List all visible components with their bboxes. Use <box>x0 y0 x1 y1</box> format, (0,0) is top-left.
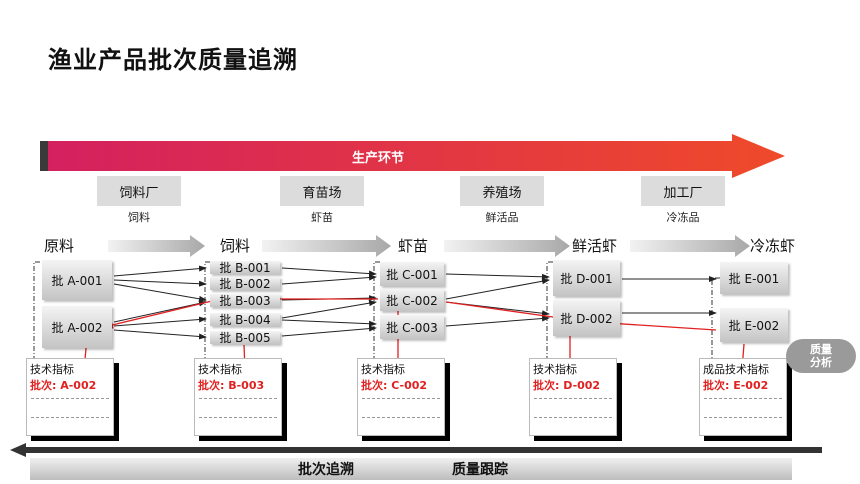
tech-card-table <box>199 398 277 418</box>
stage-arrow-4 <box>630 235 750 257</box>
batch-b-003[interactable]: 批 B-003 <box>210 294 280 308</box>
tech-card-table <box>31 398 109 418</box>
stage-raw: 原料 <box>44 237 75 255</box>
tech-card-lot: 批次: A-002 <box>30 379 97 392</box>
batch-a-002[interactable]: 批 A-002 <box>42 306 112 348</box>
quality-analysis-bubble[interactable]: 质量 分析 <box>786 339 856 373</box>
tech-card-header: 技术指标 <box>533 363 577 376</box>
process-feed-factory: 饲料厂 <box>97 176 181 206</box>
batch-c-001[interactable]: 批 C-001 <box>380 262 444 286</box>
batch-b-001[interactable]: 批 B-001 <box>210 261 280 275</box>
stage-fry: 虾苗 <box>398 237 429 255</box>
tech-card-b[interactable]: 技术指标 批次: B-003 <box>194 358 282 436</box>
batch-d-002[interactable]: 批 D-002 <box>553 300 620 336</box>
production-label: 生产环节 <box>352 151 405 166</box>
stage-arrow-2 <box>262 235 391 257</box>
tech-card-header: 技术指标 <box>198 363 242 376</box>
tech-card-lot: 批次: E-002 <box>703 379 769 392</box>
process-farm: 养殖场 <box>460 176 544 206</box>
tech-card-header: 技术指标 <box>361 363 405 376</box>
batch-a-001[interactable]: 批 A-001 <box>42 260 112 300</box>
process-farm-output: 鲜活品 <box>485 211 519 224</box>
tech-card-table <box>704 398 782 418</box>
batch-c-003[interactable]: 批 C-003 <box>380 315 444 339</box>
batch-b-002[interactable]: 批 B-002 <box>210 277 280 291</box>
tech-card-a[interactable]: 技术指标 批次: A-002 <box>26 358 114 436</box>
tech-card-lot: 批次: D-002 <box>533 379 601 392</box>
process-hatchery-output: 虾苗 <box>311 211 333 224</box>
batch-d-001[interactable]: 批 D-001 <box>553 260 620 296</box>
process-plant-output: 冷冻品 <box>666 211 700 224</box>
batch-c-002[interactable]: 批 C-002 <box>380 289 444 311</box>
tech-card-header: 技术指标 <box>30 363 74 376</box>
tech-card-table <box>362 398 440 418</box>
bubble-line1: 质量 <box>810 343 832 356</box>
process-feed-factory-output: 饲料 <box>128 211 150 224</box>
tech-card-table <box>534 398 612 418</box>
batch-b-004[interactable]: 批 B-004 <box>210 313 280 327</box>
process-hatchery: 育苗场 <box>280 176 364 206</box>
batch-trace-label: 批次追溯 <box>298 462 354 478</box>
quality-track-label: 质量跟踪 <box>452 462 508 478</box>
production-arrow <box>40 134 785 178</box>
page-title: 渔业产品批次质量追溯 <box>48 46 298 74</box>
stage-frozen: 冷冻虾 <box>750 237 796 255</box>
stage-arrow-3 <box>444 235 570 257</box>
tech-card-lot: 批次: B-003 <box>198 379 265 392</box>
batch-e-002[interactable]: 批 E-002 <box>720 308 788 342</box>
stage-feed: 饲料 <box>220 237 251 255</box>
process-plant: 加工厂 <box>641 176 725 206</box>
tech-card-header: 成品技术指标 <box>703 363 769 376</box>
stage-arrow-1 <box>108 235 205 257</box>
tech-card-c[interactable]: 技术指标 批次: C-002 <box>357 358 445 436</box>
tech-card-lot: 批次: C-002 <box>361 379 428 392</box>
trace-arrow <box>10 443 822 457</box>
bubble-line2: 分析 <box>810 356 832 369</box>
batch-b-005[interactable]: 批 B-005 <box>210 331 280 345</box>
tech-card-d[interactable]: 技术指标 批次: D-002 <box>529 358 617 436</box>
tech-card-e[interactable]: 成品技术指标 批次: E-002 <box>699 358 787 436</box>
stage-live: 鲜活虾 <box>572 237 618 255</box>
batch-e-001[interactable]: 批 E-001 <box>720 262 788 294</box>
